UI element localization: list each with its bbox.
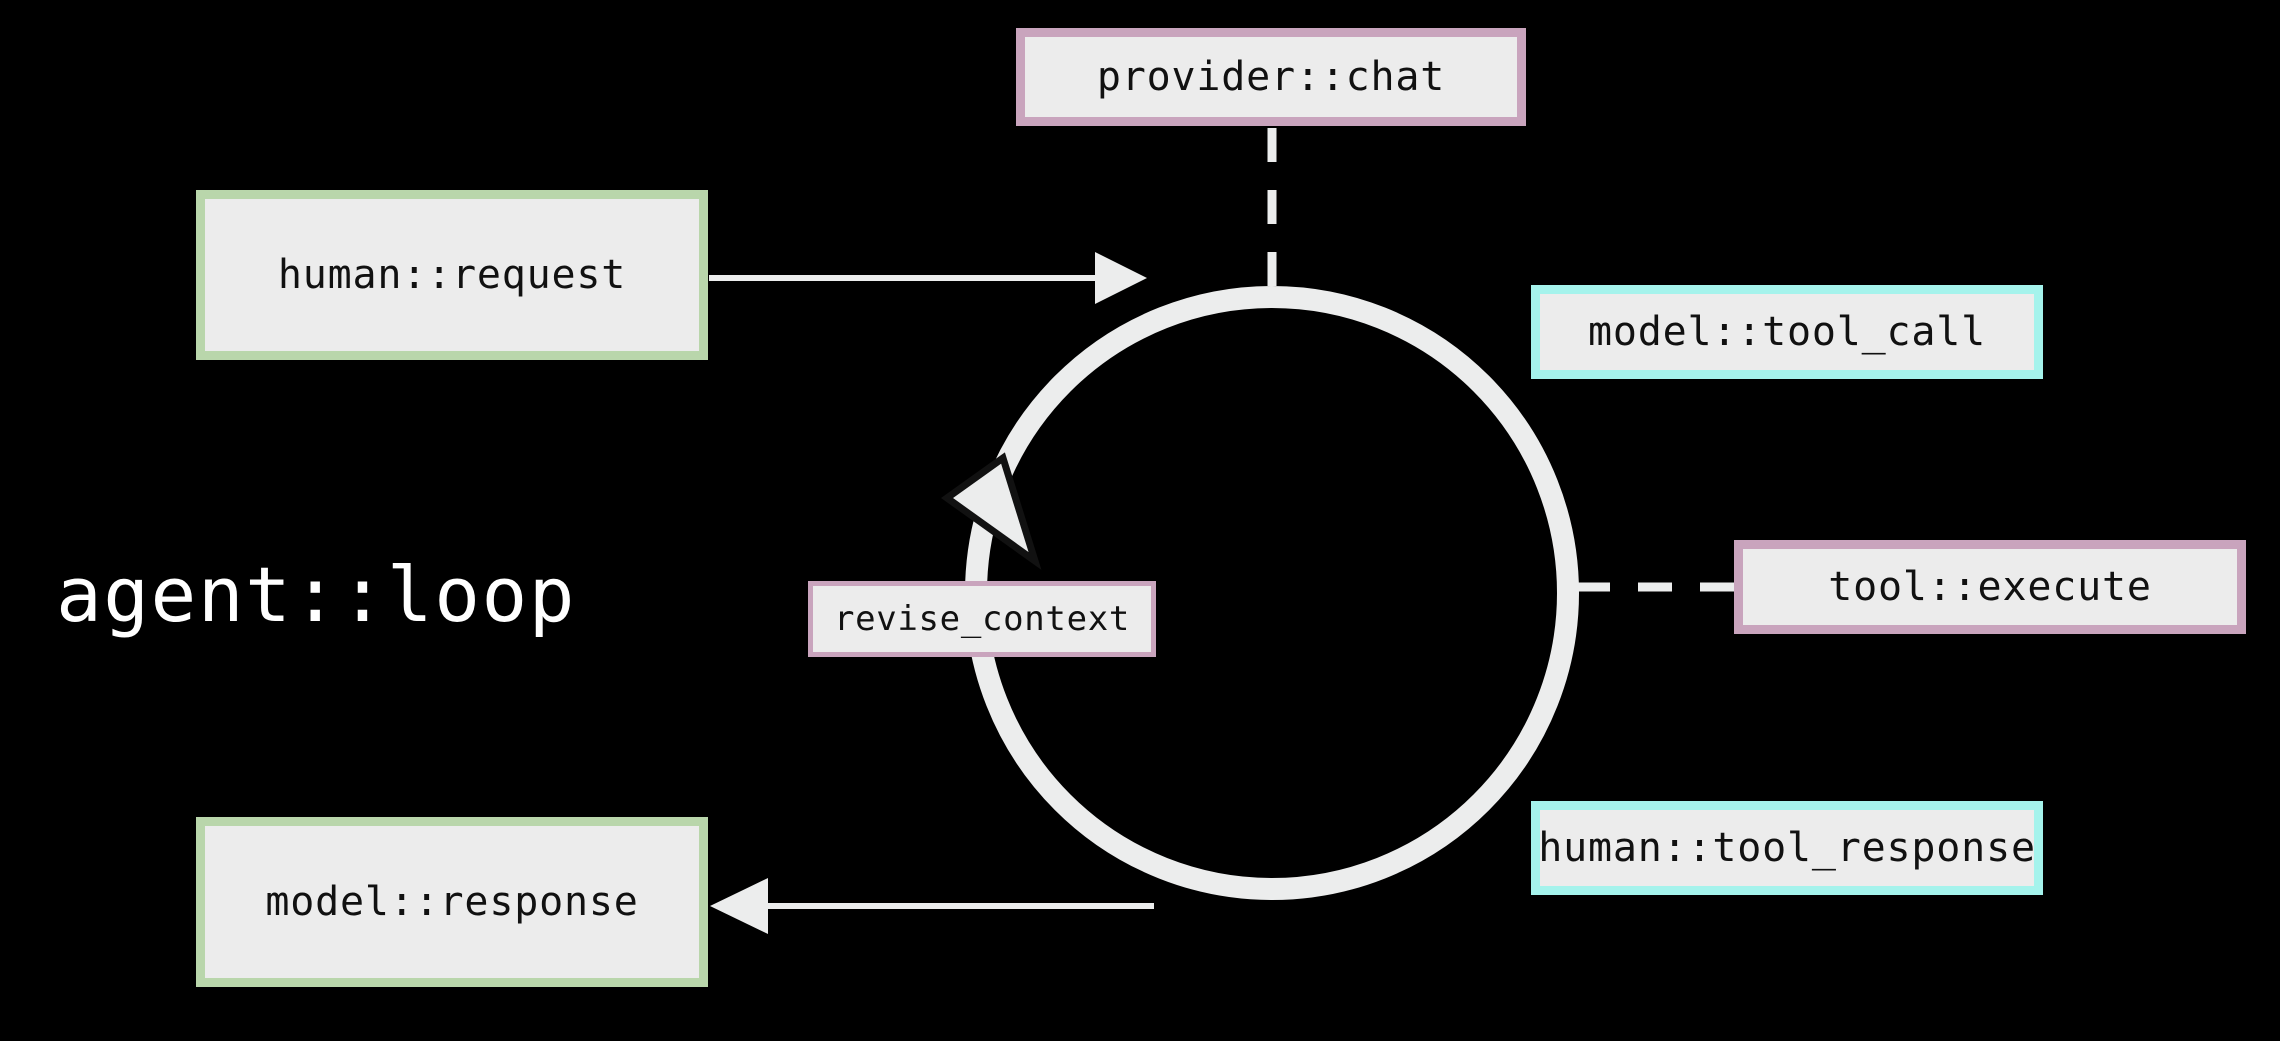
node-model-response[interactable]: model::response (196, 817, 708, 987)
node-model-response-label: model::response (265, 879, 639, 925)
node-tool-execute-label: tool::execute (1828, 564, 2152, 610)
diagram-title: agent::loop (56, 550, 577, 639)
edge-label-revise-context[interactable]: revise_context (808, 581, 1156, 657)
node-provider-chat-label: provider::chat (1096, 54, 1446, 100)
node-human-tool-response-label: human::tool_response (1538, 825, 2036, 871)
node-model-tool-call-label: model::tool_call (1587, 309, 1987, 355)
node-provider-chat[interactable]: provider::chat (1016, 28, 1526, 126)
node-human-request[interactable]: human::request (196, 190, 708, 360)
node-model-tool-call[interactable]: model::tool_call (1531, 285, 2043, 379)
node-tool-execute[interactable]: tool::execute (1734, 540, 2246, 634)
edge-label-revise-context-text: revise_context (833, 599, 1131, 639)
loop-cycle-arrowhead (940, 452, 1042, 570)
edge-human-request-arrowhead (1095, 252, 1147, 304)
node-human-request-label: human::request (277, 252, 627, 298)
node-human-tool-response[interactable]: human::tool_response (1531, 801, 2043, 895)
edge-model-response-arrowhead (710, 878, 768, 934)
